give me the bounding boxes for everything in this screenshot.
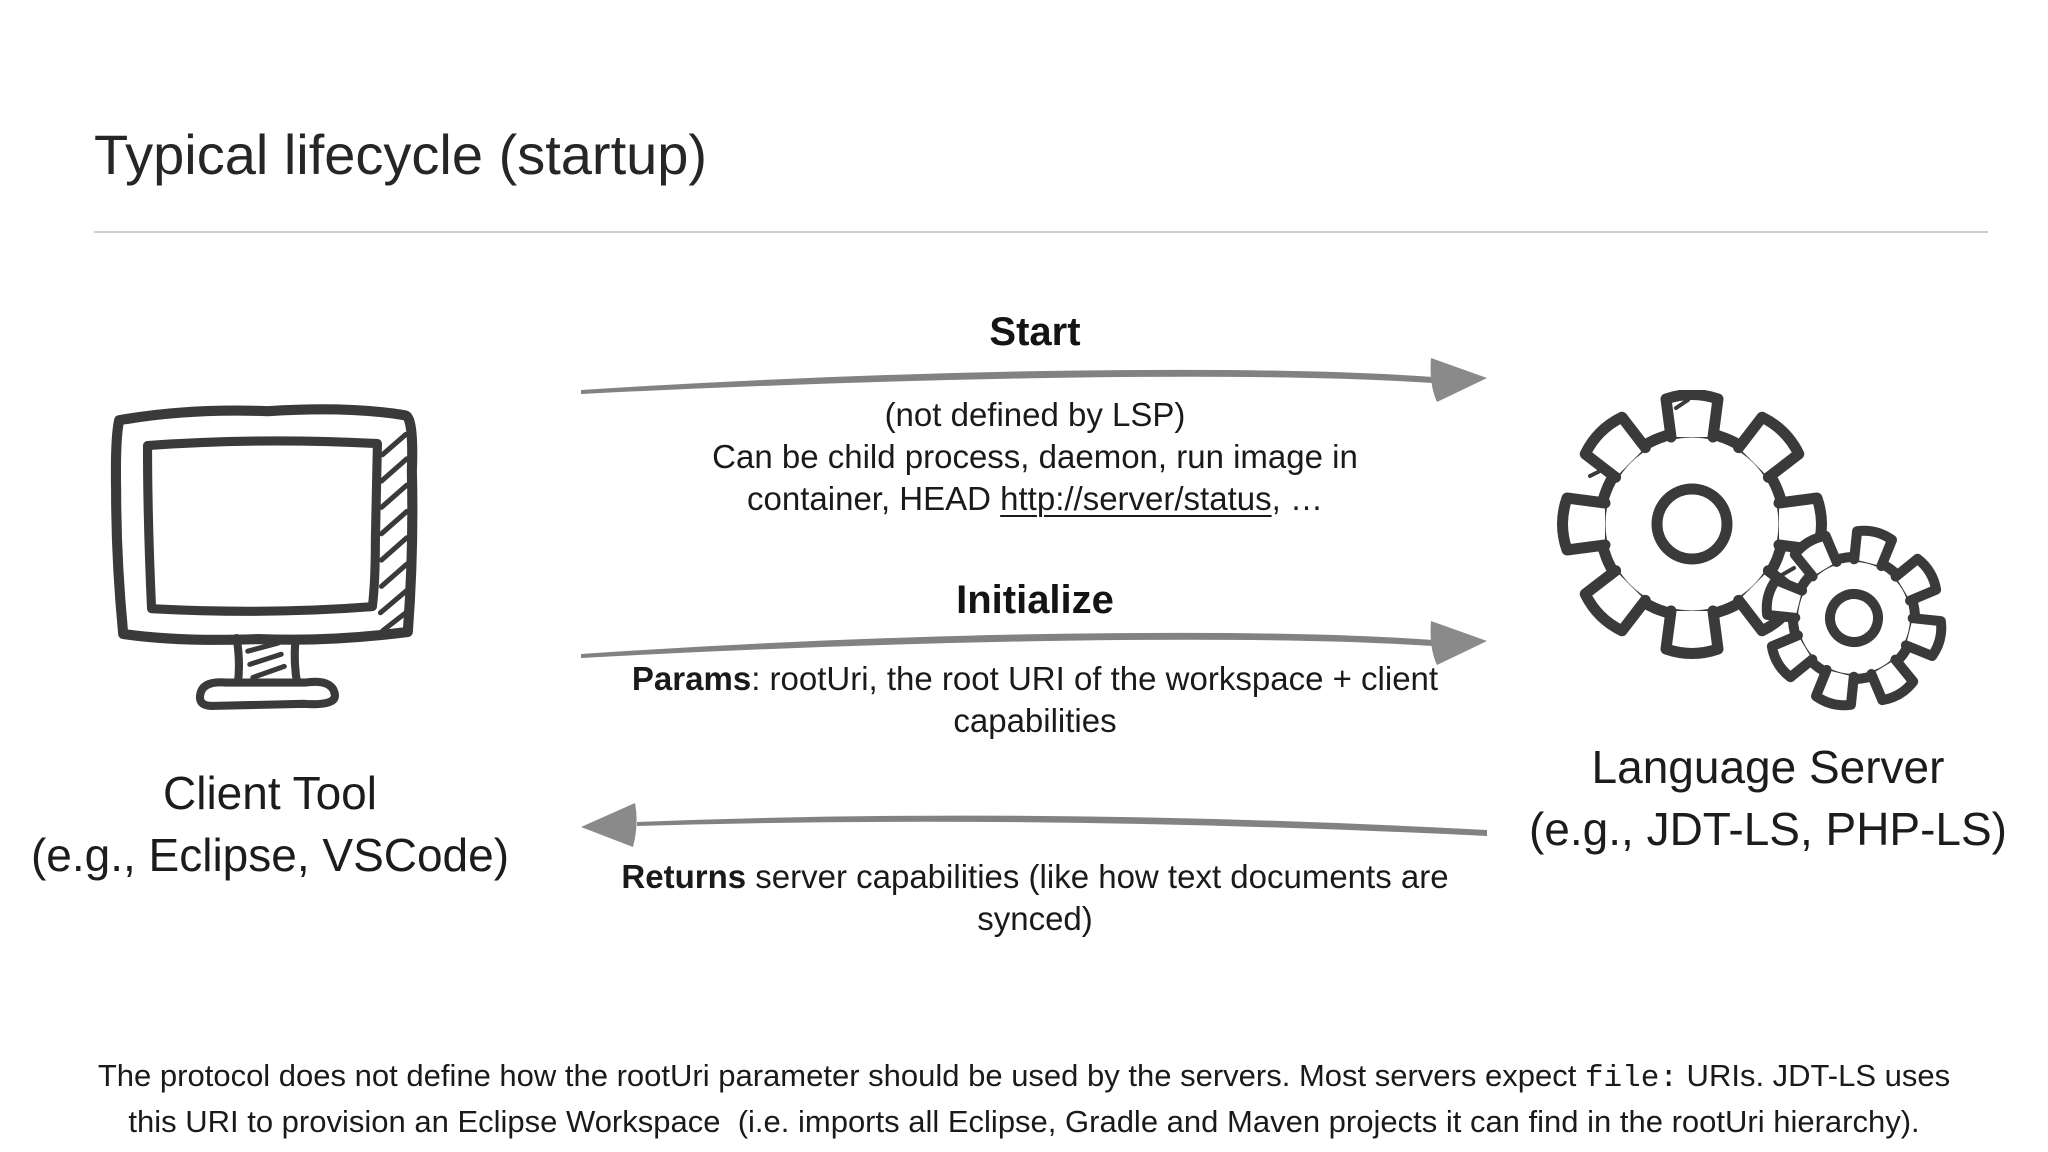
server-status-link[interactable]: http://server/status — [1000, 480, 1272, 517]
client-name: Client Tool — [163, 767, 377, 819]
start-note-line1: (not defined by LSP) — [884, 396, 1186, 433]
server-examples: (e.g., JDT-LS, PHP-LS) — [1528, 803, 2007, 855]
client-examples: (e.g., Eclipse, VSCode) — [30, 829, 510, 881]
initialize-note: Params: rootUri, the root URI of the wor… — [575, 658, 1495, 742]
initialize-message-label: Initialize — [956, 578, 1114, 622]
initialize-note-line2: capabilities — [953, 702, 1117, 739]
returns-note: Returns server capabilities (like how te… — [575, 856, 1495, 940]
start-arrow-right-icon — [575, 350, 1495, 410]
file-uri-code: file: — [1584, 1061, 1678, 1096]
returns-arrow-left-icon — [575, 794, 1495, 854]
footer-line1: The protocol does not define how the roo… — [97, 1058, 1951, 1096]
start-note: (not defined by LSP) Can be child proces… — [575, 394, 1495, 520]
start-message-label: Start — [989, 310, 1081, 354]
returns-note-line2: synced) — [977, 900, 1093, 937]
server-name: Language Server — [1591, 741, 1945, 793]
title-divider — [94, 231, 1988, 233]
start-note-line3: container, HEAD http://server/status, … — [747, 480, 1323, 517]
page-title: Typical lifecycle (startup) — [94, 123, 708, 186]
server-gears-icon — [1552, 389, 1980, 720]
client-label: Client Tool (e.g., Eclipse, VSCode) — [0, 762, 548, 886]
initialize-note-line1: Params: rootUri, the root URI of the wor… — [631, 660, 1439, 697]
initialize-arrow-right-icon — [575, 614, 1495, 674]
footer-note: The protocol does not define how the roo… — [0, 1054, 2048, 1143]
client-monitor-icon — [106, 398, 422, 720]
server-label: Language Server (e.g., JDT-LS, PHP-LS) — [1488, 736, 2048, 860]
start-note-line2: Can be child process, daemon, run image … — [712, 438, 1358, 475]
returns-note-line1: Returns server capabilities (like how te… — [621, 858, 1449, 895]
footer-line2: this URI to provision an Eclipse Workspa… — [128, 1104, 1920, 1139]
